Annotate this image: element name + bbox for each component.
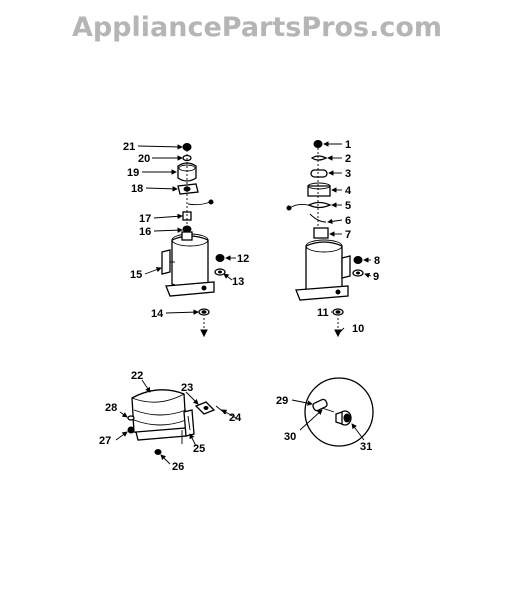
left-leaders xyxy=(137,144,236,315)
callout-8: 8 xyxy=(374,255,380,267)
callout-9: 9 xyxy=(373,271,379,283)
compressor-cover-assembly xyxy=(127,389,227,455)
callout-20: 20 xyxy=(138,153,150,165)
nut-12 xyxy=(215,254,225,262)
callout-15: 15 xyxy=(130,269,142,281)
cap-nut-21 xyxy=(182,143,192,151)
site-watermark: AppliancePartsPros.com xyxy=(71,12,443,43)
cap-nut-1 xyxy=(313,140,323,148)
callout-11: 11 xyxy=(317,307,329,319)
callout-13: 13 xyxy=(232,276,244,288)
terminal-detail xyxy=(304,377,374,447)
accumulator-15 xyxy=(161,249,171,275)
callout-16: 16 xyxy=(139,226,151,238)
callout-3: 3 xyxy=(345,168,351,180)
callout-31: 31 xyxy=(360,441,372,453)
clip-29 xyxy=(312,398,328,412)
cover-4 xyxy=(307,185,331,197)
callout-26: 26 xyxy=(172,461,184,473)
mounting-plate xyxy=(165,281,215,297)
callout-10: 10 xyxy=(352,323,364,335)
right-leaders xyxy=(323,141,372,333)
callout-17: 17 xyxy=(139,213,151,225)
wire-30 xyxy=(321,407,335,413)
left-labels: 21 20 19 18 17 16 15 12 13 14 xyxy=(123,141,249,320)
callout-30: 30 xyxy=(284,431,296,443)
callout-7: 7 xyxy=(345,229,351,241)
callout-24: 24 xyxy=(229,412,242,424)
callout-23: 23 xyxy=(181,382,193,394)
gasket-5 xyxy=(307,201,332,209)
screw-24 xyxy=(215,405,227,415)
bolt-10 xyxy=(334,329,342,338)
right-compressor-assembly xyxy=(286,140,364,338)
accumulator xyxy=(341,255,351,279)
cover-labels: 22 23 24 25 28 27 26 xyxy=(99,370,242,473)
callout-22: 22 xyxy=(131,370,143,382)
callout-2: 2 xyxy=(345,153,351,165)
wire-17 xyxy=(187,201,211,206)
relay-7 xyxy=(313,227,329,239)
callout-27: 27 xyxy=(99,435,111,447)
detail-labels: 29 30 31 xyxy=(276,395,372,453)
bolt-14 xyxy=(200,329,208,338)
mounting-plate-right xyxy=(295,285,349,301)
left-compressor-assembly xyxy=(161,143,226,338)
terminal-3 xyxy=(310,169,328,178)
callout-12: 12 xyxy=(237,253,249,265)
callout-18: 18 xyxy=(131,183,143,195)
callout-14: 14 xyxy=(151,308,164,320)
detail-circle xyxy=(304,377,374,447)
callout-4: 4 xyxy=(345,185,352,197)
compressor-body xyxy=(305,241,343,295)
nut-8 xyxy=(353,256,363,264)
right-labels: 1 2 3 4 5 6 7 8 9 11 10 xyxy=(317,139,380,335)
callout-1: 1 xyxy=(345,139,351,151)
washer-2 xyxy=(310,155,328,161)
callout-28: 28 xyxy=(105,402,117,414)
compressor-15 xyxy=(171,235,209,289)
screw-27 xyxy=(127,426,135,434)
callout-6: 6 xyxy=(345,215,351,227)
callout-29: 29 xyxy=(276,395,288,407)
callout-25: 25 xyxy=(193,443,205,455)
callout-19: 19 xyxy=(127,167,139,179)
detail-leaders xyxy=(291,399,365,441)
cover-leaders xyxy=(115,379,237,465)
callout-21: 21 xyxy=(123,141,135,153)
callout-5: 5 xyxy=(345,200,351,212)
washer-28 xyxy=(127,415,135,421)
screw-26 xyxy=(154,449,162,455)
wire-6 xyxy=(289,203,313,209)
